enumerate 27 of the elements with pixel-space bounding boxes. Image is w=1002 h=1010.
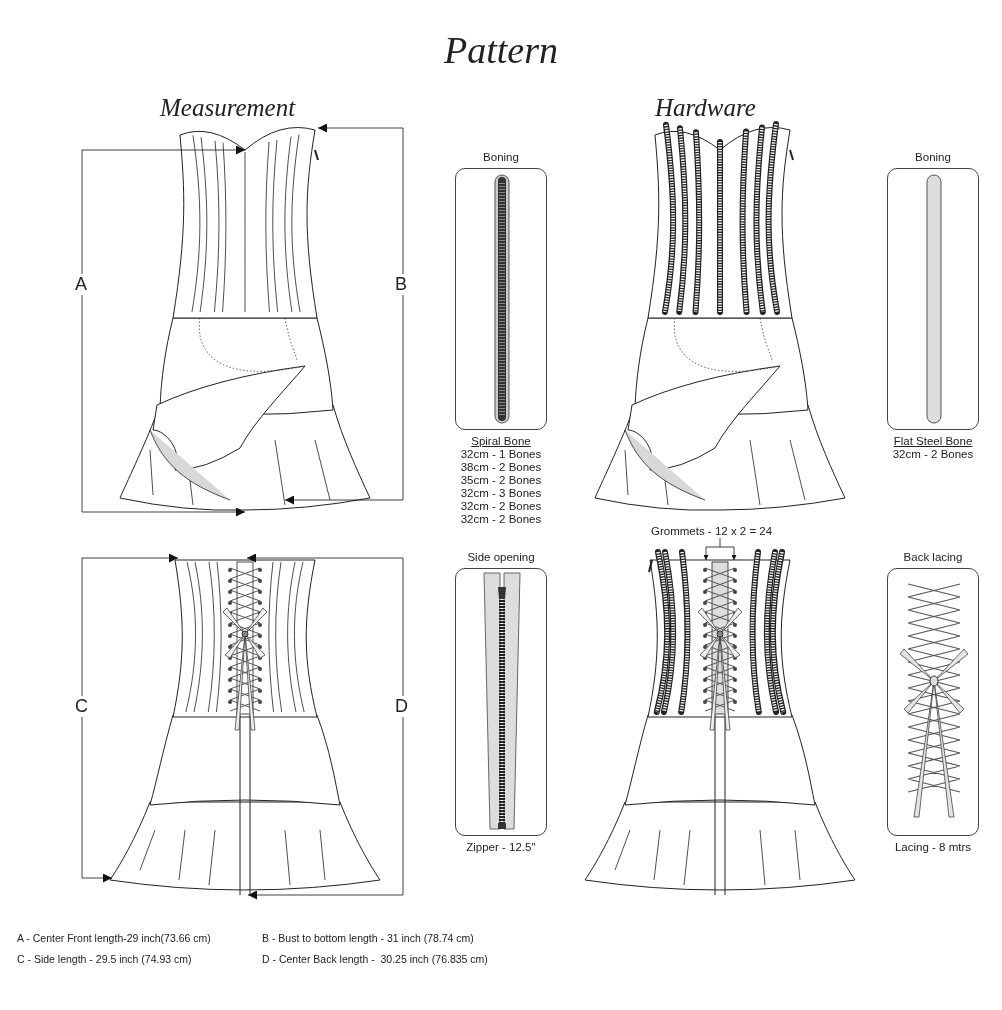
- dimension-label: A: [75, 274, 87, 295]
- panel-heading: Boning: [915, 151, 951, 163]
- panel-heading: Boning: [483, 151, 519, 163]
- dimension-label: B: [395, 274, 407, 295]
- dimension-label: C: [75, 696, 88, 717]
- quantity-note: 32cm - 2 Bones: [892, 448, 974, 460]
- grommet-note: Grommets - 12 x 2 = 24: [651, 525, 773, 537]
- quantity-note: 38cm - 2 Bones: [460, 461, 542, 473]
- dimension-label: D: [395, 696, 408, 717]
- section-heading: Measurement: [160, 94, 296, 122]
- quantity-note: 32cm - 2 Bones: [460, 513, 542, 525]
- quantity-note: Lacing - 8 mtrs: [894, 841, 972, 853]
- part-name: Spiral Bone: [471, 435, 531, 447]
- title: Pattern: [443, 28, 559, 72]
- section-heading: Hardware: [655, 94, 756, 122]
- measurement-note: C - Side length - 29.5 inch (74.93 cm): [17, 953, 192, 965]
- quantity-note: Zipper - 12.5'': [466, 841, 536, 853]
- measurement-note: A - Center Front length-29 inch(73.66 cm): [17, 932, 211, 944]
- quantity-note: 35cm - 2 Bones: [460, 474, 542, 486]
- panel-heading: Side opening: [467, 551, 535, 563]
- measurement-note: B - Bust to bottom length - 31 inch (78.74 cm): [262, 932, 474, 944]
- measurement-note: D - Center Back length - 30.25 inch (76.835 cm): [262, 953, 488, 965]
- quantity-note: 32cm - 3 Bones: [460, 487, 542, 499]
- panel-heading: Back lacing: [903, 551, 963, 563]
- quantity-note: 32cm - 1 Bones: [460, 448, 542, 460]
- quantity-note: 32cm - 2 Bones: [460, 500, 542, 512]
- part-name: Flat Steel Bone: [893, 435, 973, 447]
